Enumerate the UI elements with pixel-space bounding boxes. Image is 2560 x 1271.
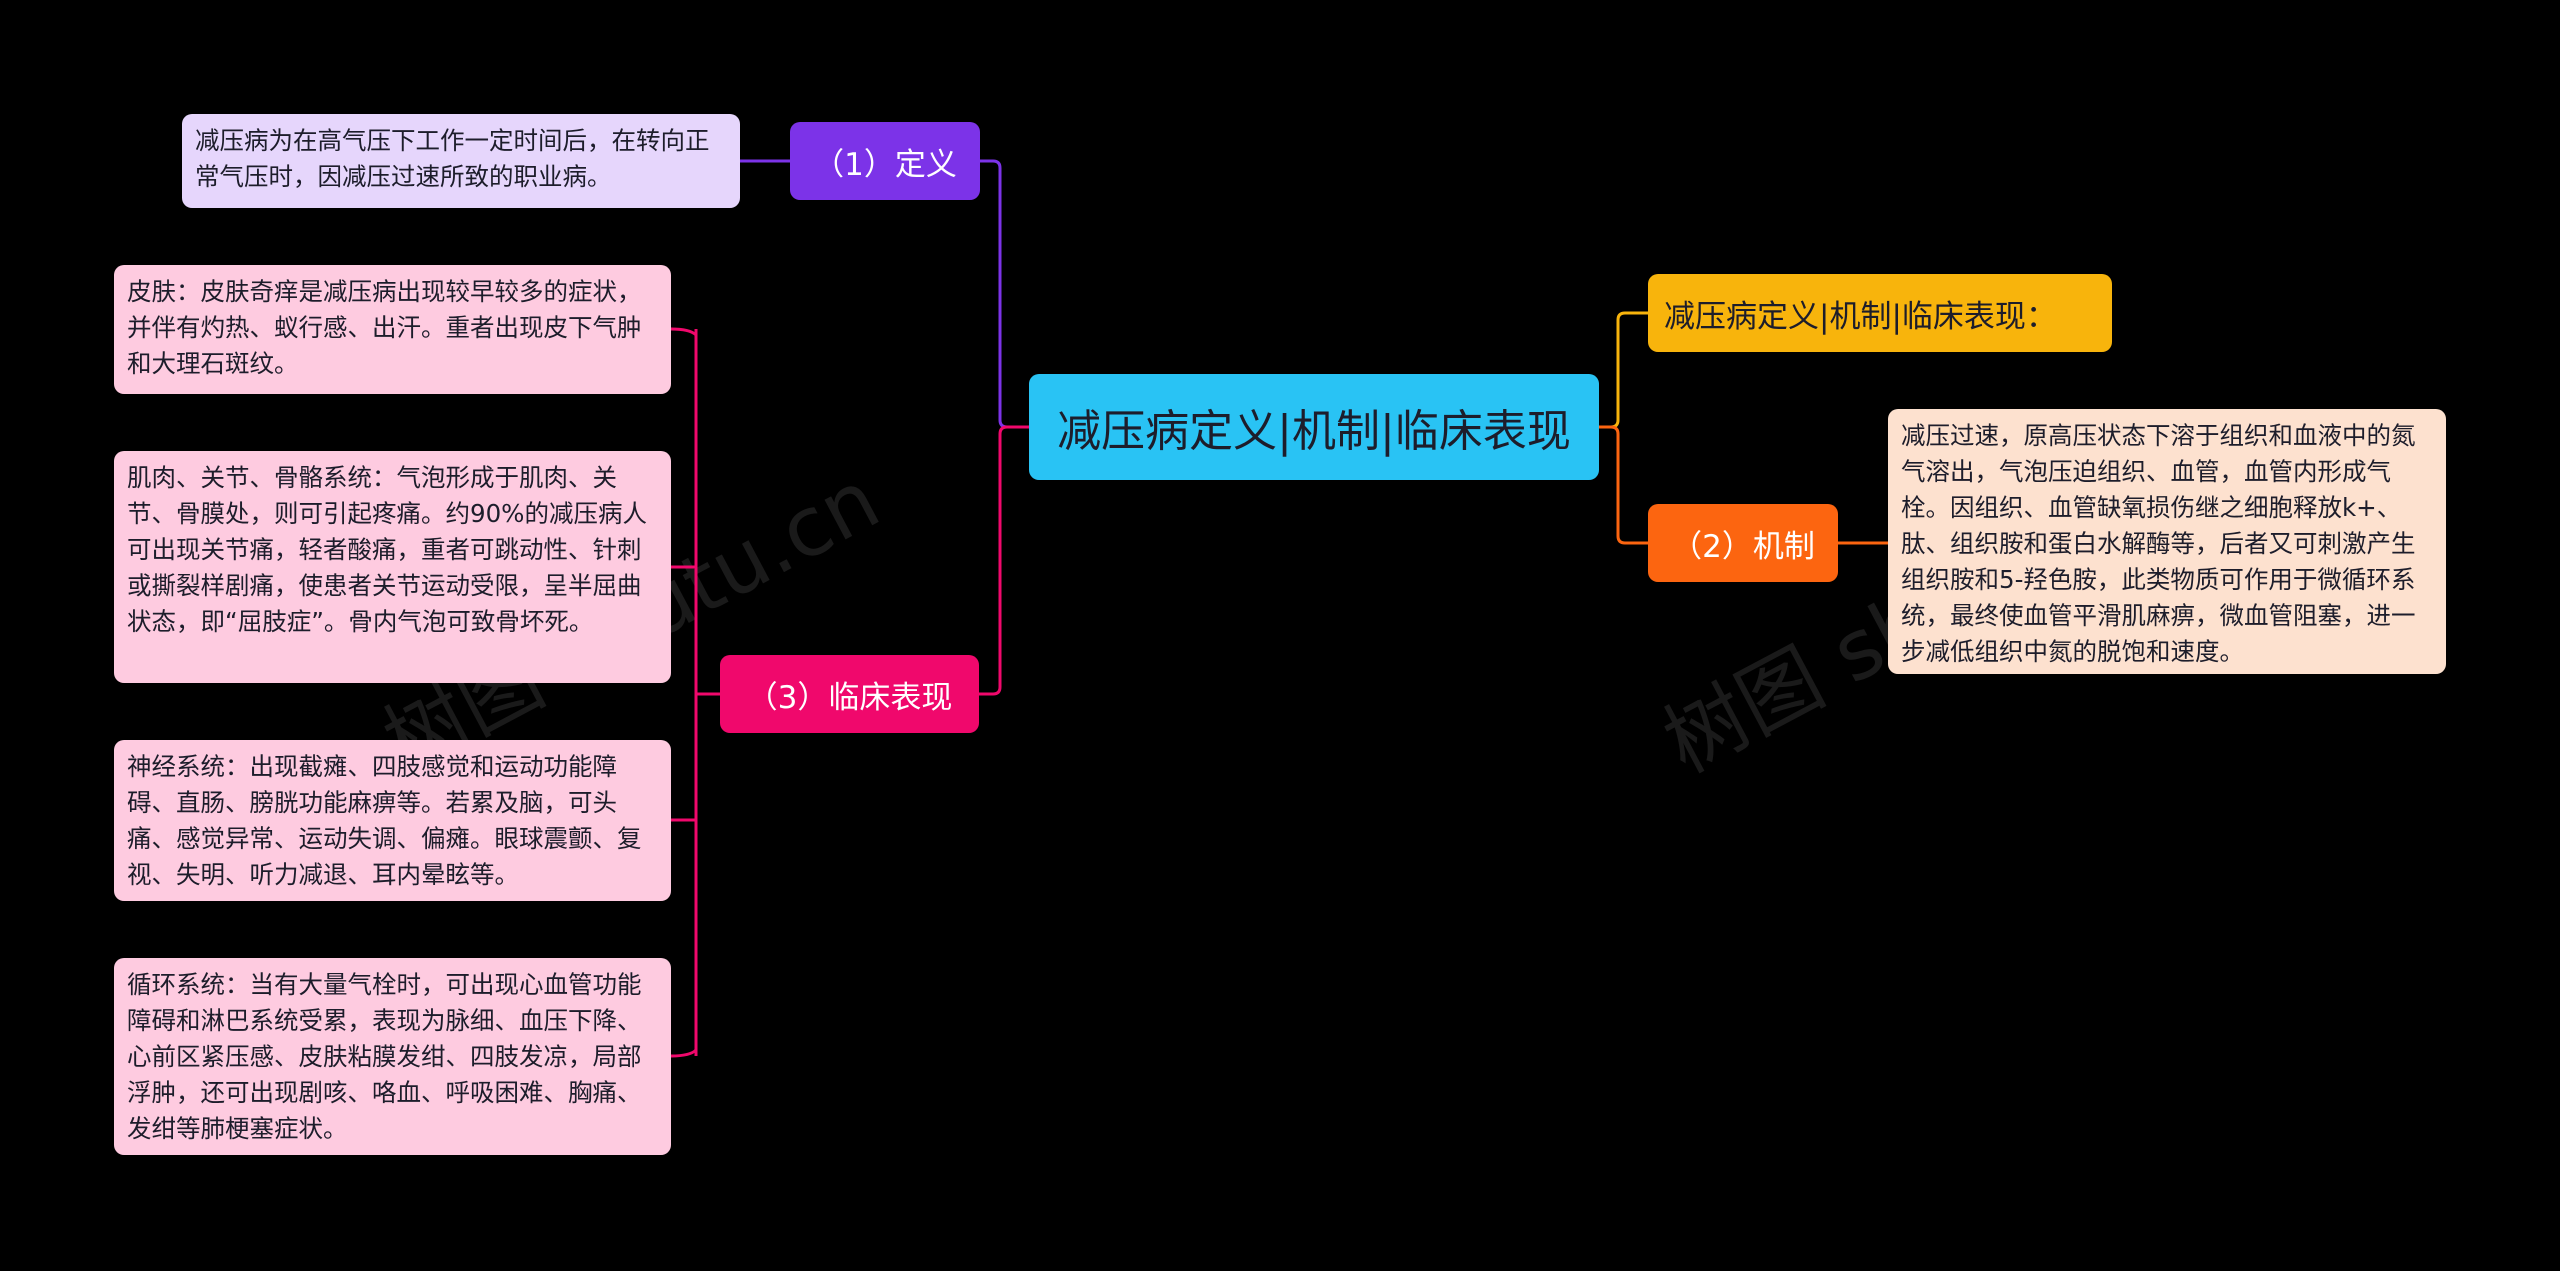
link-root-title: [1599, 311, 1648, 429]
leaf-mechanism[interactable]: 减压过速，原高压状态下溶于组织和血液中的氮气溶出，气泡压迫组织、血管，血管内形成…: [1888, 409, 2446, 674]
leaf-clinical-musculoskeletal[interactable]: 肌肉、关节、骨骼系统：气泡形成于肌肉、关节、骨膜处，则可引起疼痛。约90%的减压…: [114, 451, 671, 683]
branch-definition[interactable]: （1）定义: [790, 122, 980, 200]
leaf-definition[interactable]: 减压病为在高气压下工作一定时间后，在转向正常气压时，因减压过速所致的职业病。: [182, 114, 740, 208]
leaf-clinical-circulatory[interactable]: 循环系统：当有大量气栓时，可出现心血管功能障碍和淋巴系统受累，表现为脉细、血压下…: [114, 958, 671, 1155]
branch-title[interactable]: 减压病定义|机制|临床表现：: [1648, 274, 2112, 352]
link-root-clinical: [979, 425, 1029, 696]
branch-clinical[interactable]: （3）临床表现: [720, 655, 979, 733]
link-clinical-leaves: [670, 327, 720, 1058]
leaf-clinical-nervous[interactable]: 神经系统：出现截瘫、四肢感觉和运动功能障碍、直肠、膀胱功能麻痹等。若累及脑，可头…: [114, 740, 671, 901]
leaf-clinical-skin[interactable]: 皮肤：皮肤奇痒是减压病出现较早较多的症状，并伴有灼热、蚁行感、出汗。重者出现皮下…: [114, 265, 671, 394]
root-topic[interactable]: 减压病定义|机制|临床表现: [1029, 374, 1599, 480]
link-root-definition: [740, 159, 1029, 429]
branch-mechanism[interactable]: （2）机制: [1648, 504, 1838, 582]
